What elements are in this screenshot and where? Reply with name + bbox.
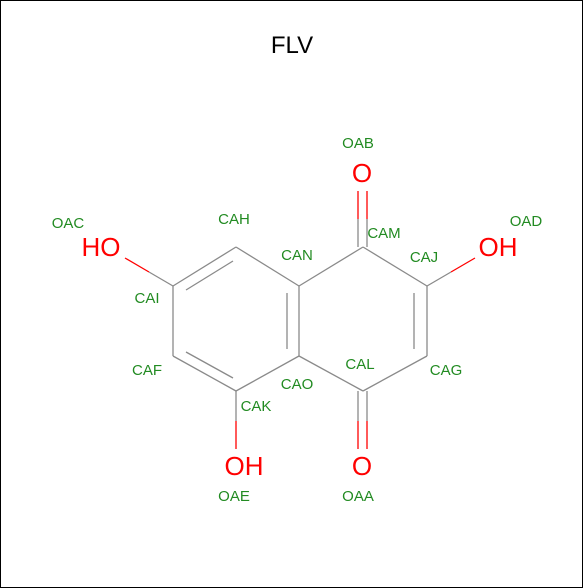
bond-caf-cak-inner [185, 351, 234, 379]
bond-caj-oad-c [426, 271, 452, 287]
label-cai: CAI [134, 290, 159, 307]
oxygen-oad: OH [479, 232, 518, 262]
label-cal: CAL [345, 356, 374, 373]
oxygen-symbols: O O HO OH OH [82, 158, 518, 481]
atom-labels: OAB OAC OAD OAE OAA CAH CAM CAN CAJ CAI … [52, 135, 543, 505]
label-oab: OAB [342, 135, 374, 152]
molecule-title: FLV [271, 32, 313, 59]
oxygen-oac: HO [82, 232, 121, 262]
bond-cah-cai-inner [185, 260, 234, 291]
bond-cal-cao [298, 355, 364, 392]
label-caf: CAF [132, 362, 162, 379]
label-cag: CAG [430, 362, 463, 379]
label-oae: OAE [218, 488, 250, 505]
label-cao: CAO [281, 376, 314, 393]
oxygen-oaa: O [352, 451, 372, 481]
bond-caj-oad-o [450, 257, 476, 273]
label-oaa: OAA [342, 488, 374, 505]
bond-cag-cal [362, 355, 428, 392]
bond-group [124, 191, 476, 449]
label-can: CAN [281, 247, 313, 264]
bond-cai-oac-o [124, 257, 150, 273]
bond-cam-caj [362, 246, 428, 287]
bond-cak-cao [235, 355, 300, 392]
bond-cah-can [235, 246, 300, 287]
label-oad: OAD [510, 213, 543, 230]
label-cam: CAM [367, 225, 400, 242]
bond-can-cam [298, 246, 364, 287]
label-cak: CAK [241, 398, 272, 415]
oxygen-oab: O [352, 158, 372, 188]
bond-cai-oac-c [148, 271, 174, 287]
label-cah: CAH [218, 211, 250, 228]
bond-caf-cak [172, 355, 237, 392]
oxygen-oae: OH [225, 451, 264, 481]
label-oac: OAC [52, 215, 85, 232]
bond-cah-cai [172, 246, 237, 287]
label-caj: CAJ [410, 249, 438, 266]
